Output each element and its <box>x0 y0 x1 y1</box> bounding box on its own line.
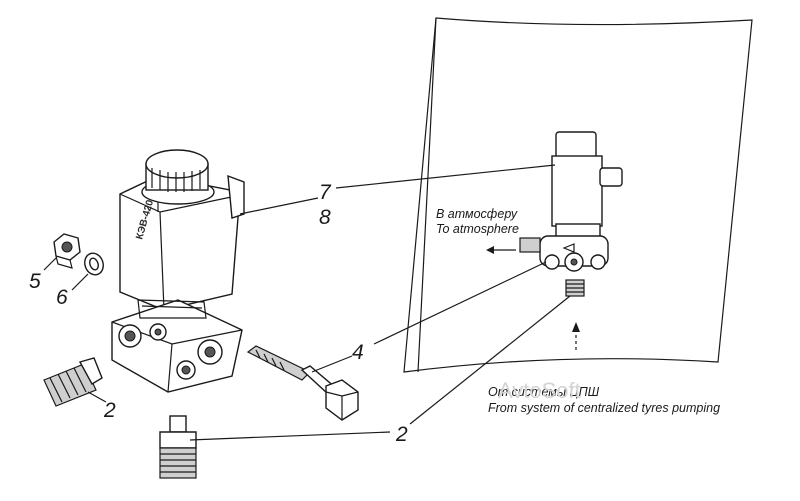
callout-2-bottom: 2 <box>395 423 408 446</box>
flow-arrows <box>486 246 580 350</box>
washer <box>84 252 104 276</box>
fitting-left <box>43 357 103 407</box>
nut <box>53 233 81 269</box>
callout-2-left: 2 <box>103 399 116 422</box>
exhaust-label-ru: В атмосферу <box>436 207 518 221</box>
fitting-bottom <box>159 415 197 479</box>
installation-inset <box>403 17 753 373</box>
watermark: AvtoSoft <box>498 378 581 403</box>
bolt <box>246 345 359 421</box>
callout-6: 6 <box>56 286 68 309</box>
source-label-en: From system of centralized tyres pumping <box>488 401 720 415</box>
callout-4: 4 <box>352 341 364 364</box>
solenoid-valve <box>111 149 245 393</box>
inset-valve <box>519 131 623 297</box>
exhaust-label-en: To atmosphere <box>436 222 519 236</box>
leader-lines <box>43 164 571 441</box>
source-label-ru: От системы ЦПШ <box>488 385 600 399</box>
callout-8: 8 <box>319 206 331 229</box>
callout-7: 7 <box>319 181 332 204</box>
callout-5: 5 <box>29 270 41 293</box>
